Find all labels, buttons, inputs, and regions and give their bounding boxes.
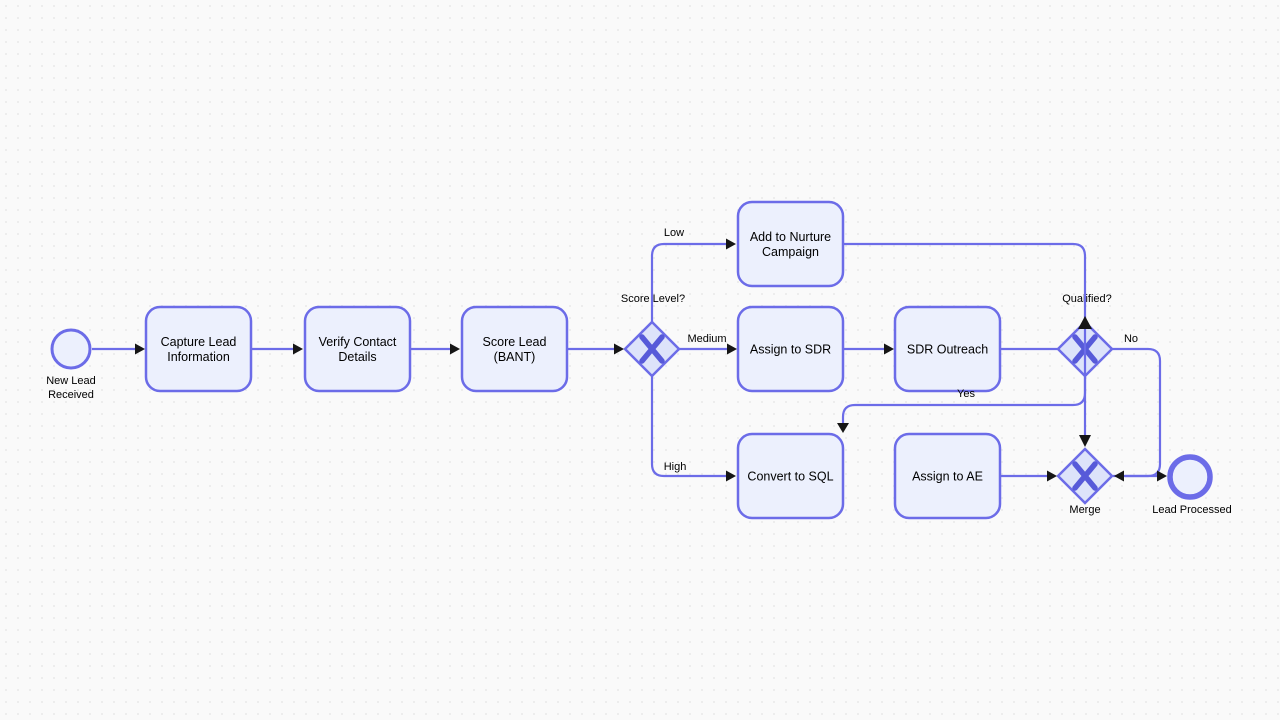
task-label: Verify Contact <box>319 335 397 349</box>
arrowhead <box>614 343 624 355</box>
flow-low-to-nurture <box>650 242 726 322</box>
task-label: SDR Outreach <box>907 343 988 357</box>
arrowhead <box>727 343 737 355</box>
task-label: Add to Nurture <box>750 230 831 244</box>
end-event-circle[interactable] <box>1167 454 1213 500</box>
arrowhead <box>884 343 894 355</box>
edge-label-yes: Yes <box>957 388 975 400</box>
xor-gateway-icon <box>1072 461 1098 491</box>
task-label: Assign to SDR <box>750 343 831 357</box>
arrowhead-left-merge <box>1114 470 1124 482</box>
start-event-label: New Lead <box>46 375 96 387</box>
task-label: Campaign <box>762 245 819 259</box>
task-label: Information <box>167 350 230 364</box>
start-event-label: Received <box>48 389 94 401</box>
task-assign-to-ae[interactable] <box>893 432 1002 520</box>
task-label: (BANT) <box>494 350 536 364</box>
flow-no-to-merge <box>1112 347 1162 478</box>
task-label: Capture Lead <box>161 335 237 349</box>
arrowhead-down-merge <box>1079 435 1091 447</box>
task-score-lead[interactable] <box>460 305 569 393</box>
edge-label-no: No <box>1124 333 1138 345</box>
arrowhead <box>450 343 460 355</box>
end-event-label: Lead Processed <box>1152 504 1232 516</box>
flow-nurture-to-merge <box>843 242 1087 435</box>
arrowhead <box>1157 470 1167 482</box>
edge-label-high: High <box>664 461 687 473</box>
task-convert-to-sql[interactable] <box>736 432 845 520</box>
edge-label-low: Low <box>664 227 684 239</box>
task-capture-lead[interactable] <box>144 305 253 393</box>
arrowhead <box>293 343 303 355</box>
task-label: Details <box>338 350 376 364</box>
start-event-circle[interactable] <box>50 328 92 370</box>
arrowhead <box>726 470 736 482</box>
arrowhead-up-qualified <box>1078 316 1092 329</box>
xor-gateway-icon <box>639 334 665 364</box>
arrowhead <box>726 238 736 250</box>
gateway-label-merge: Merge <box>1069 504 1100 516</box>
task-label: Assign to AE <box>912 470 983 484</box>
task-label: Score Lead <box>483 335 547 349</box>
arrowhead <box>135 343 145 355</box>
flow-yes-to-convert-sql <box>841 376 1087 423</box>
arrowhead <box>1047 470 1057 482</box>
gateway-label-qualified: Qualified? <box>1062 293 1112 305</box>
task-label: Convert to SQL <box>747 470 833 484</box>
arrowhead-down-convert <box>837 423 849 433</box>
edge-label-medium: Medium <box>687 333 726 345</box>
flow-high-to-convert-sql <box>650 376 726 478</box>
task-add-to-nurture[interactable] <box>736 200 845 288</box>
task-verify-contact[interactable] <box>303 305 412 393</box>
